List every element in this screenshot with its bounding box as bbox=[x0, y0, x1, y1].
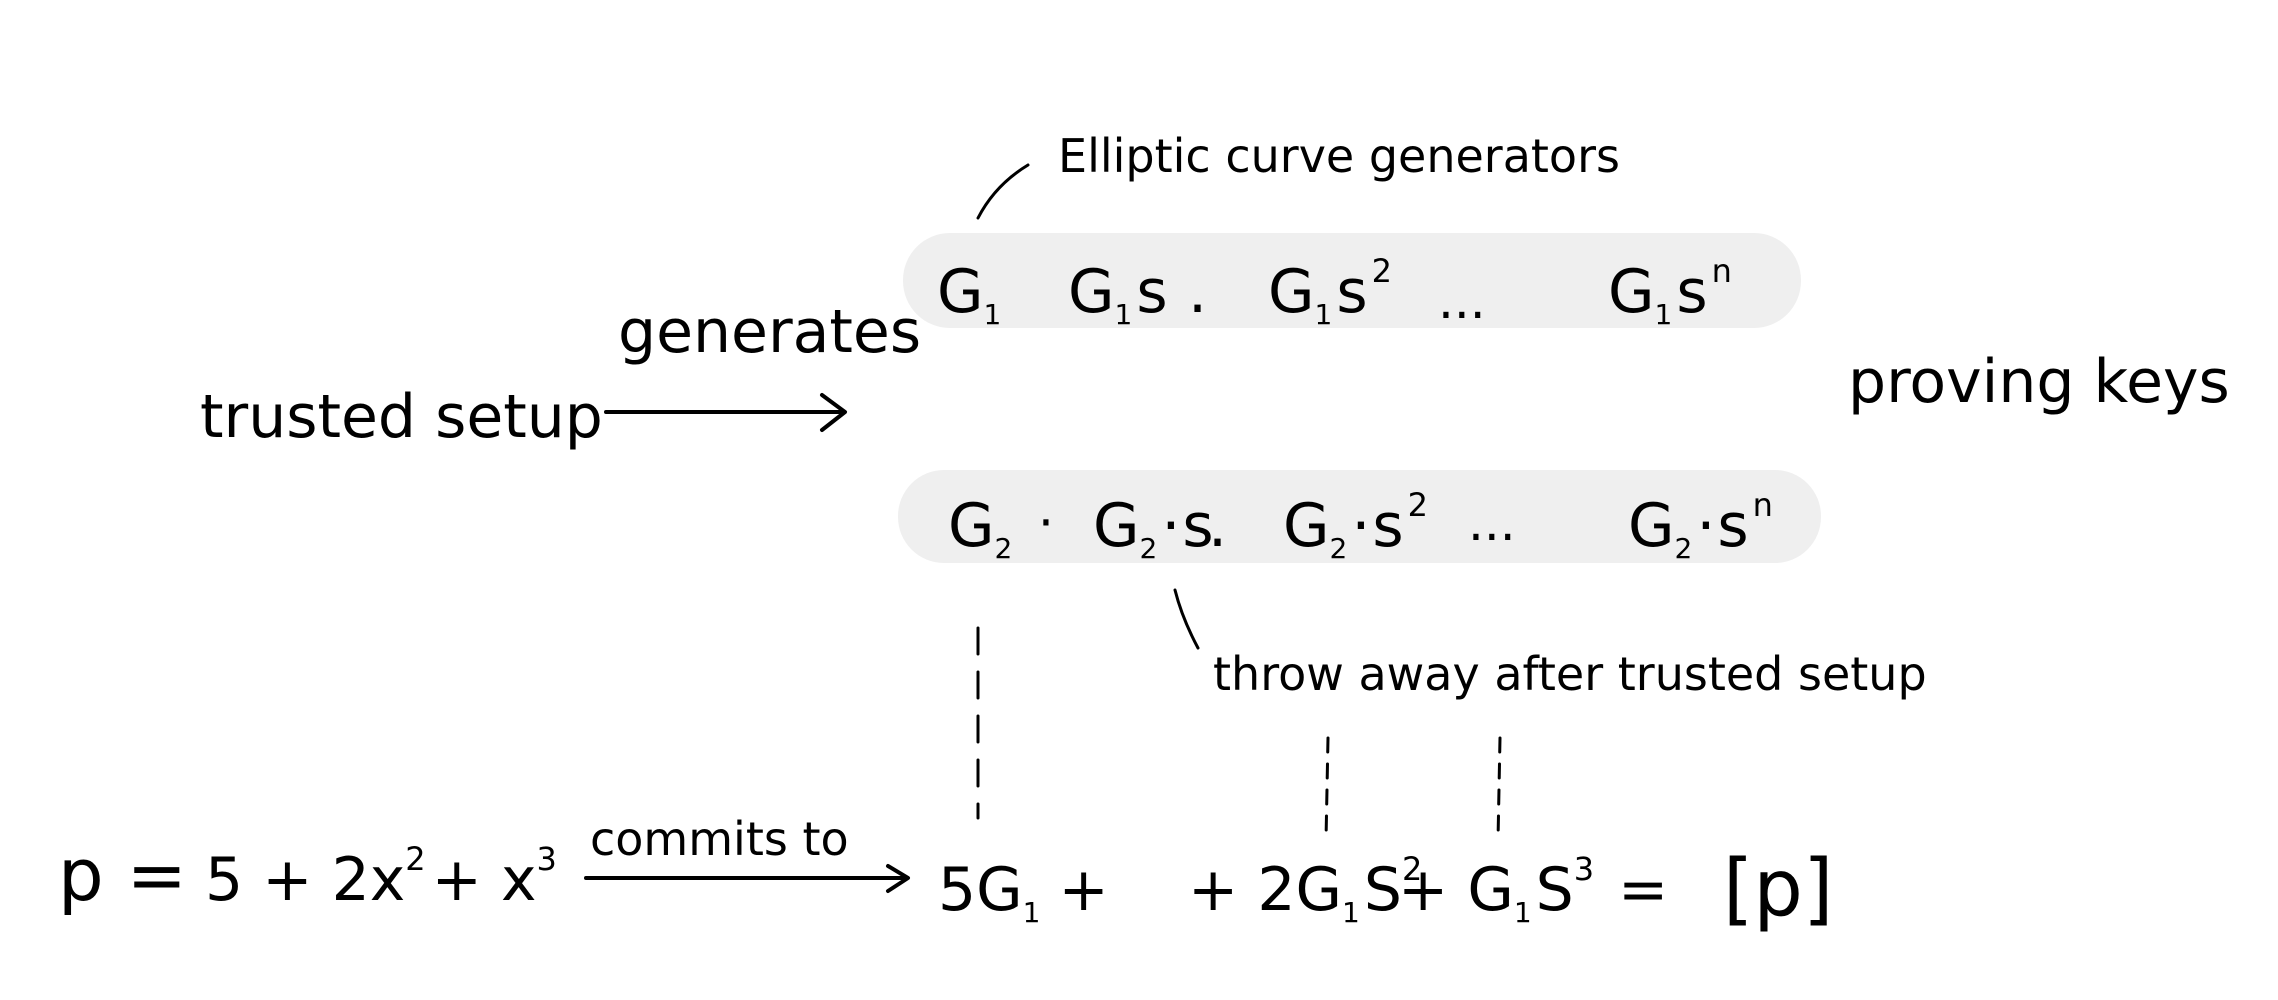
term-g1: G1 bbox=[937, 257, 1001, 331]
commitment-term-1: 5G1+ bbox=[938, 855, 1109, 929]
annotation-leader-line-throw-away bbox=[1173, 588, 1200, 650]
connector-dashed-g1s2 bbox=[1324, 736, 1330, 842]
connector-dashed-g1s3 bbox=[1496, 736, 1502, 842]
term-g2: G2 bbox=[948, 491, 1012, 565]
label-trusted-setup: trusted setup bbox=[200, 382, 603, 452]
separator-dot-1: . bbox=[1188, 257, 1207, 327]
ellipsis-row-2: ... bbox=[1468, 494, 1516, 552]
polynomial-lhs: p = bbox=[58, 833, 187, 917]
commitment-term-2: + 2G1S2 bbox=[1188, 850, 1422, 929]
polynomial-expression: p = 5 + 2x2+ x3 bbox=[58, 833, 557, 917]
label-proving-keys: proving keys bbox=[1848, 347, 2230, 417]
annotation-leader-line-generators bbox=[976, 163, 1030, 220]
label-commits-to: commits to bbox=[590, 812, 849, 866]
term-g2-s: G2·s bbox=[1093, 491, 1214, 565]
separator-dot-2a: · bbox=[1038, 494, 1054, 552]
commitment-equals: = bbox=[1618, 855, 1668, 925]
commitment-expression: 5G1+ + 2G1S2 + G1S3 = [p] bbox=[938, 844, 1833, 934]
ellipsis-row-1: ... bbox=[1438, 272, 1486, 330]
separator-dot-2b: . bbox=[1208, 491, 1227, 561]
label-generates: generates bbox=[618, 297, 921, 367]
term-g1-s: G1s bbox=[1068, 257, 1168, 331]
polynomial-rhs: 5 + 2x2+ x3 bbox=[205, 840, 557, 915]
commitment-term-3: + G1S3 bbox=[1398, 850, 1594, 929]
arrow-commits-to bbox=[584, 864, 910, 893]
label-elliptic-curve-generators: Elliptic curve generators bbox=[1058, 129, 1620, 183]
arrow-generates bbox=[604, 393, 847, 432]
label-throw-away: throw away after trusted setup bbox=[1213, 647, 1927, 701]
generator-row-2-pill bbox=[898, 470, 1821, 563]
generator-row-1-pill bbox=[903, 233, 1801, 328]
commitment-result: [p] bbox=[1723, 844, 1833, 934]
